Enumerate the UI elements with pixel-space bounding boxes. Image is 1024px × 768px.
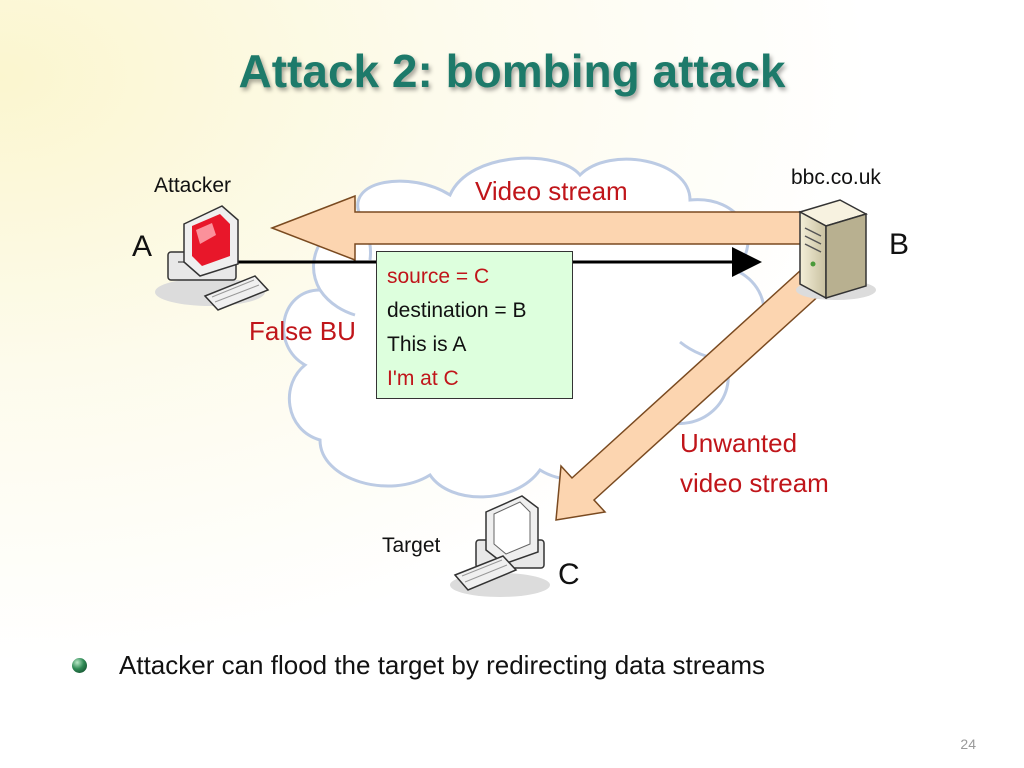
node-c-label: C (558, 558, 580, 591)
false-bu-label: False BU (249, 316, 356, 346)
unwanted-stream-label-line1: Unwanted (680, 428, 798, 458)
cloud-inner-curve-2 (318, 289, 356, 317)
server-host-label: bbc.co.uk (791, 166, 881, 189)
node-b-label: B (889, 228, 910, 261)
message-location-line: I'm at C (387, 367, 459, 390)
target-computer-icon (450, 495, 550, 597)
unwanted-stream-label-line2: video stream (680, 468, 829, 498)
bullet-text: Attacker can flood the target by redirec… (119, 650, 766, 680)
attacker-label: Attacker (154, 174, 232, 197)
green-sphere-bullet-icon (72, 658, 87, 673)
server-tower-icon (796, 199, 876, 300)
slide-title: Attack 2: bombing attack (238, 45, 786, 97)
target-label: Target (382, 534, 441, 557)
message-identity-line: This is A (387, 333, 467, 356)
message-destination-line: destination = B (387, 299, 527, 322)
page-number: 24 (960, 736, 976, 752)
binding-update-message-box: source = C destination = B This is A I'm… (376, 251, 573, 399)
message-source-line: source = C (387, 265, 490, 288)
bullet-list-item: Attacker can flood the target by redirec… (72, 650, 765, 681)
attacker-computer-icon (155, 205, 270, 311)
node-a-label: A (132, 230, 153, 263)
video-stream-label: Video stream (475, 176, 628, 206)
